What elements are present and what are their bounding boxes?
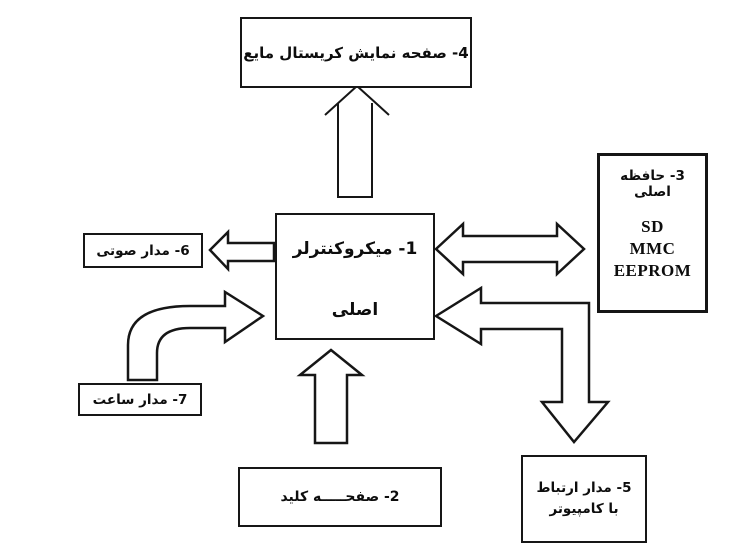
box-lcd-display-label: 4- صفحه نمایش کریستال مایع (243, 43, 469, 62)
arrow-mcu-computer-bent-icon (433, 285, 611, 444)
box-main-microcontroller-label-line1: 1- میکروکنترلر (292, 239, 418, 259)
arrow-mcu-memory-bidirectional-icon (434, 221, 586, 277)
arrow-mcu-to-audio-icon (208, 228, 276, 273)
box-main-memory-title-line2: اصلی (634, 184, 671, 200)
box-lcd-display: 4- صفحه نمایش کریستال مایع (240, 17, 472, 88)
arrow-clock-to-mcu-icon (126, 289, 266, 382)
box-audio-circuit-label: 6- مدار صوتی (96, 242, 190, 259)
box-main-memory: 3- حافظه اصلی SD MMC EEPROM (597, 153, 708, 313)
box-keypad-label: 2- صفحـــــه کلید (280, 489, 400, 505)
box-main-memory-eeprom-label: EEPROM (613, 261, 692, 280)
box-clock-circuit: 7- مدار ساعت (78, 383, 202, 416)
box-main-microcontroller: 1- میکروکنترلر اصلی (275, 213, 435, 340)
arrow-mcu-to-lcd-shaft (337, 103, 373, 198)
arrow-mcu-to-lcd-head-icon (324, 84, 390, 116)
box-main-memory-mmc-label: MMC (629, 239, 676, 258)
box-clock-circuit-label: 7- مدار ساعت (92, 391, 188, 408)
box-keypad: 2- صفحـــــه کلید (238, 467, 442, 527)
box-main-microcontroller-label-line2: اصلی (331, 300, 379, 320)
box-computer-interface-label-line1: 5- مدار ارتباط (536, 480, 632, 496)
box-computer-interface: 5- مدار ارتباط با کامپیوتر (521, 455, 647, 543)
box-main-memory-title-line1: 3- حافظه (620, 168, 685, 184)
arrow-keypad-to-mcu-icon (296, 348, 366, 445)
box-main-memory-sd-label: SD (641, 217, 664, 236)
box-audio-circuit: 6- مدار صوتی (83, 233, 203, 268)
box-computer-interface-label-line2: با کامپیوتر (549, 501, 619, 517)
